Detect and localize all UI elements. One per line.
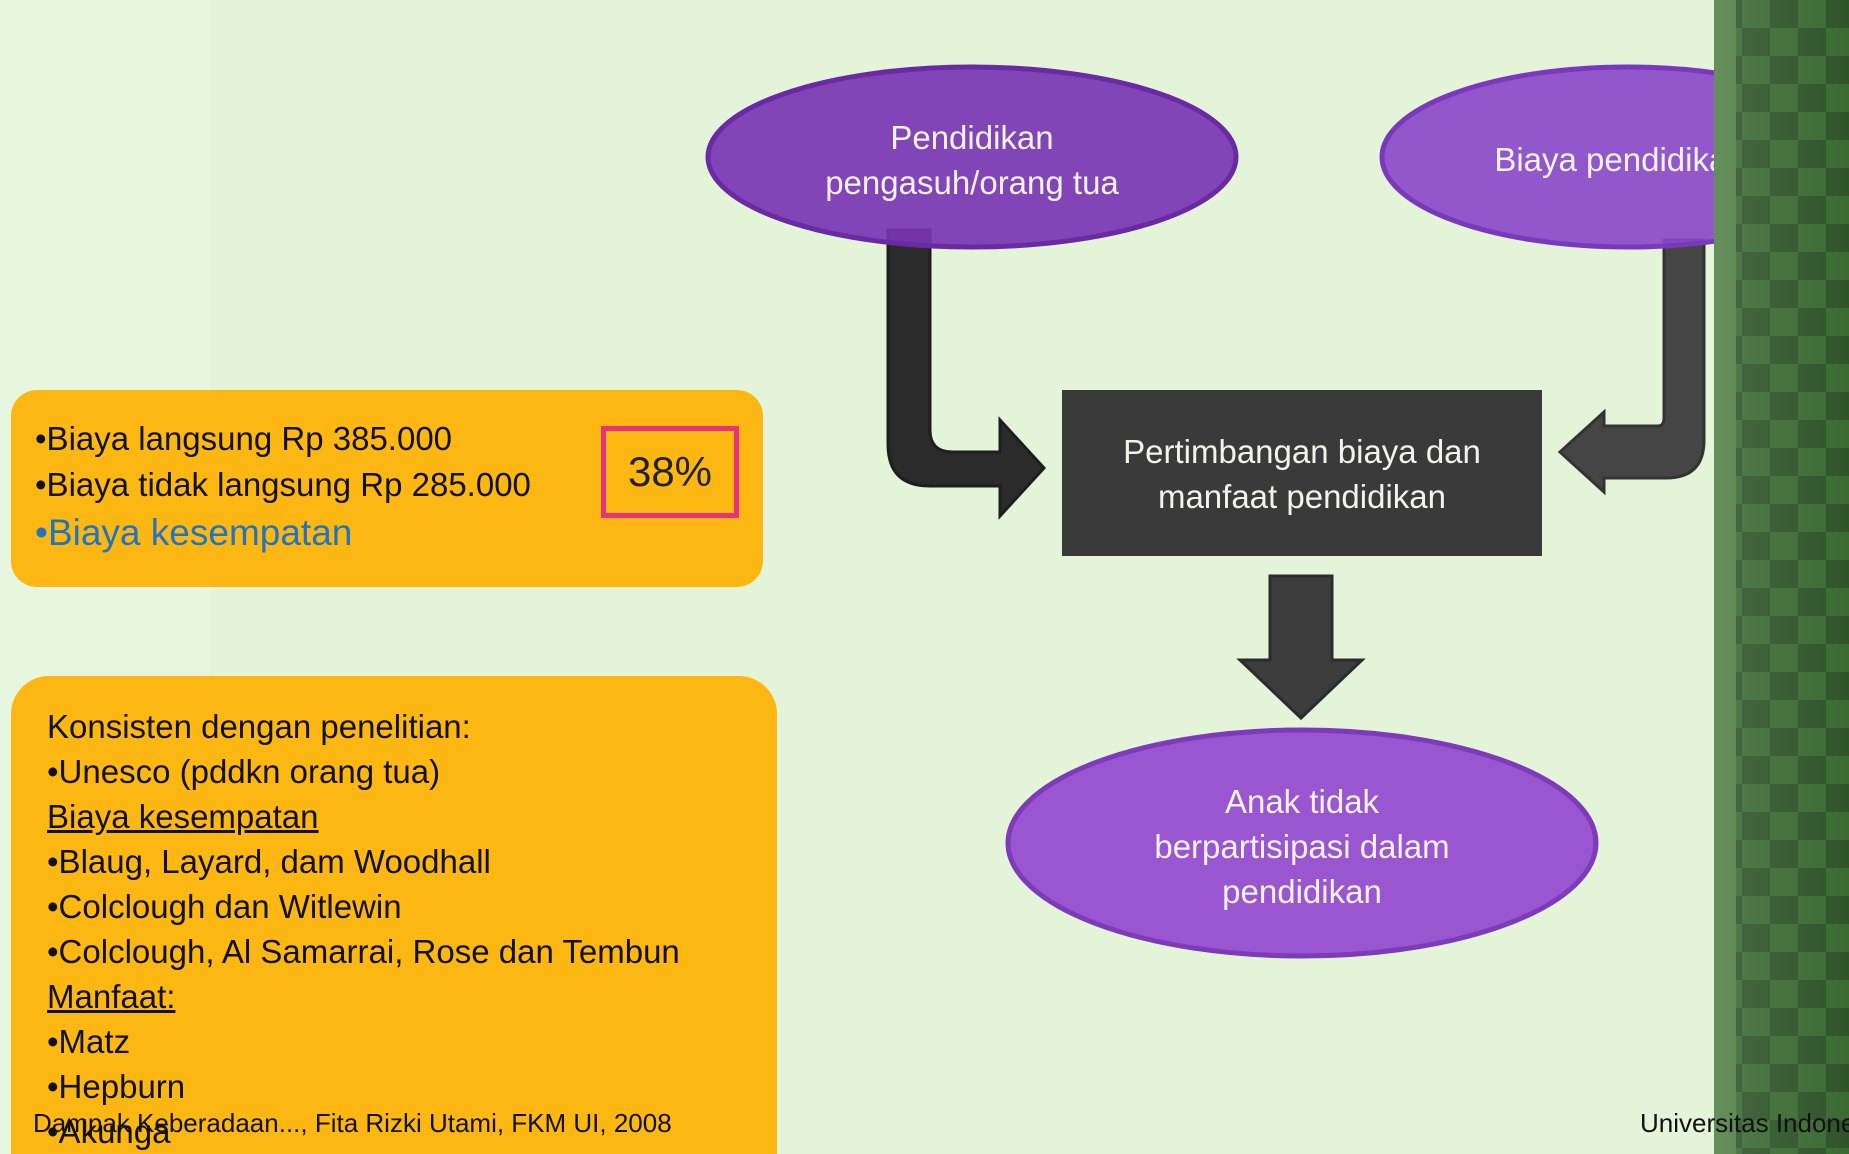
- studies-box: Konsisten dengan penelitian: •Unesco (pd…: [11, 676, 777, 1154]
- child-outcome-line: pendidikan: [1222, 872, 1382, 910]
- arrow-down: [1236, 574, 1366, 721]
- cost-benefit-label: Pertimbangan biaya dan manfaat pendidika…: [1080, 426, 1524, 522]
- cost-benefit-box: [1062, 390, 1542, 556]
- study-item: •Colclough dan Witlewin: [47, 888, 402, 925]
- study-item: •Matz: [47, 1023, 131, 1060]
- child-outcome-line: berpartisipasi dalam: [1154, 827, 1450, 865]
- direct-cost-text: •Biaya langsung Rp 385.000: [35, 420, 453, 457]
- right-decorative-strip: [1714, 0, 1849, 1154]
- child-outcome-ellipse: [1005, 727, 1599, 959]
- study-item: •Unesco (pddkn orang tua): [47, 753, 441, 790]
- education-cost-label: Biaya pendidikan: [1494, 140, 1746, 178]
- studies-heading: Konsisten dengan penelitian:: [47, 708, 471, 745]
- studies-subheading: Manfaat:: [47, 978, 176, 1015]
- footer-citation: Dampak Keberadaan..., Fita Rizki Utami, …: [33, 1108, 672, 1138]
- child-outcome-label: Anak tidak berpartisipasi dalam pendidik…: [1082, 776, 1522, 916]
- percent-highlight: 38%: [601, 426, 739, 518]
- cost-benefit-line: Pertimbangan biaya dan: [1123, 433, 1481, 470]
- study-item: •Hepburn: [47, 1068, 186, 1105]
- indirect-cost-text: •Biaya tidak langsung Rp 285.000: [35, 466, 531, 503]
- parent-education-line: pengasuh/orang tua: [825, 164, 1119, 201]
- cost-benefit-line: manfaat pendidikan: [1157, 478, 1447, 515]
- cost-box: •Biaya langsung Rp 385.000 •Biaya tidak …: [11, 390, 763, 587]
- parent-education-ellipse: [705, 64, 1239, 250]
- study-item: •Akunga: [47, 1113, 171, 1150]
- opportunity-cost-text: •Biaya kesempatan: [35, 512, 353, 553]
- parent-education-line: Pendidikan: [890, 119, 1054, 156]
- footer-university: Universitas Indonesia: [1640, 1108, 1849, 1138]
- studies-subheading: Biaya kesempatan: [47, 798, 319, 835]
- study-item: •Blaug, Layard, dam Woodhall: [47, 843, 491, 880]
- arrow-right-to-center: [1557, 238, 1706, 496]
- study-item: •Colclough, Al Samarrai, Rose dan Tembun: [47, 933, 680, 970]
- child-outcome-line: Anak tidak: [1224, 782, 1380, 820]
- arrow-left-to-center: [886, 228, 1047, 520]
- parent-education-label: Pendidikan pengasuh/orang tua: [770, 112, 1174, 208]
